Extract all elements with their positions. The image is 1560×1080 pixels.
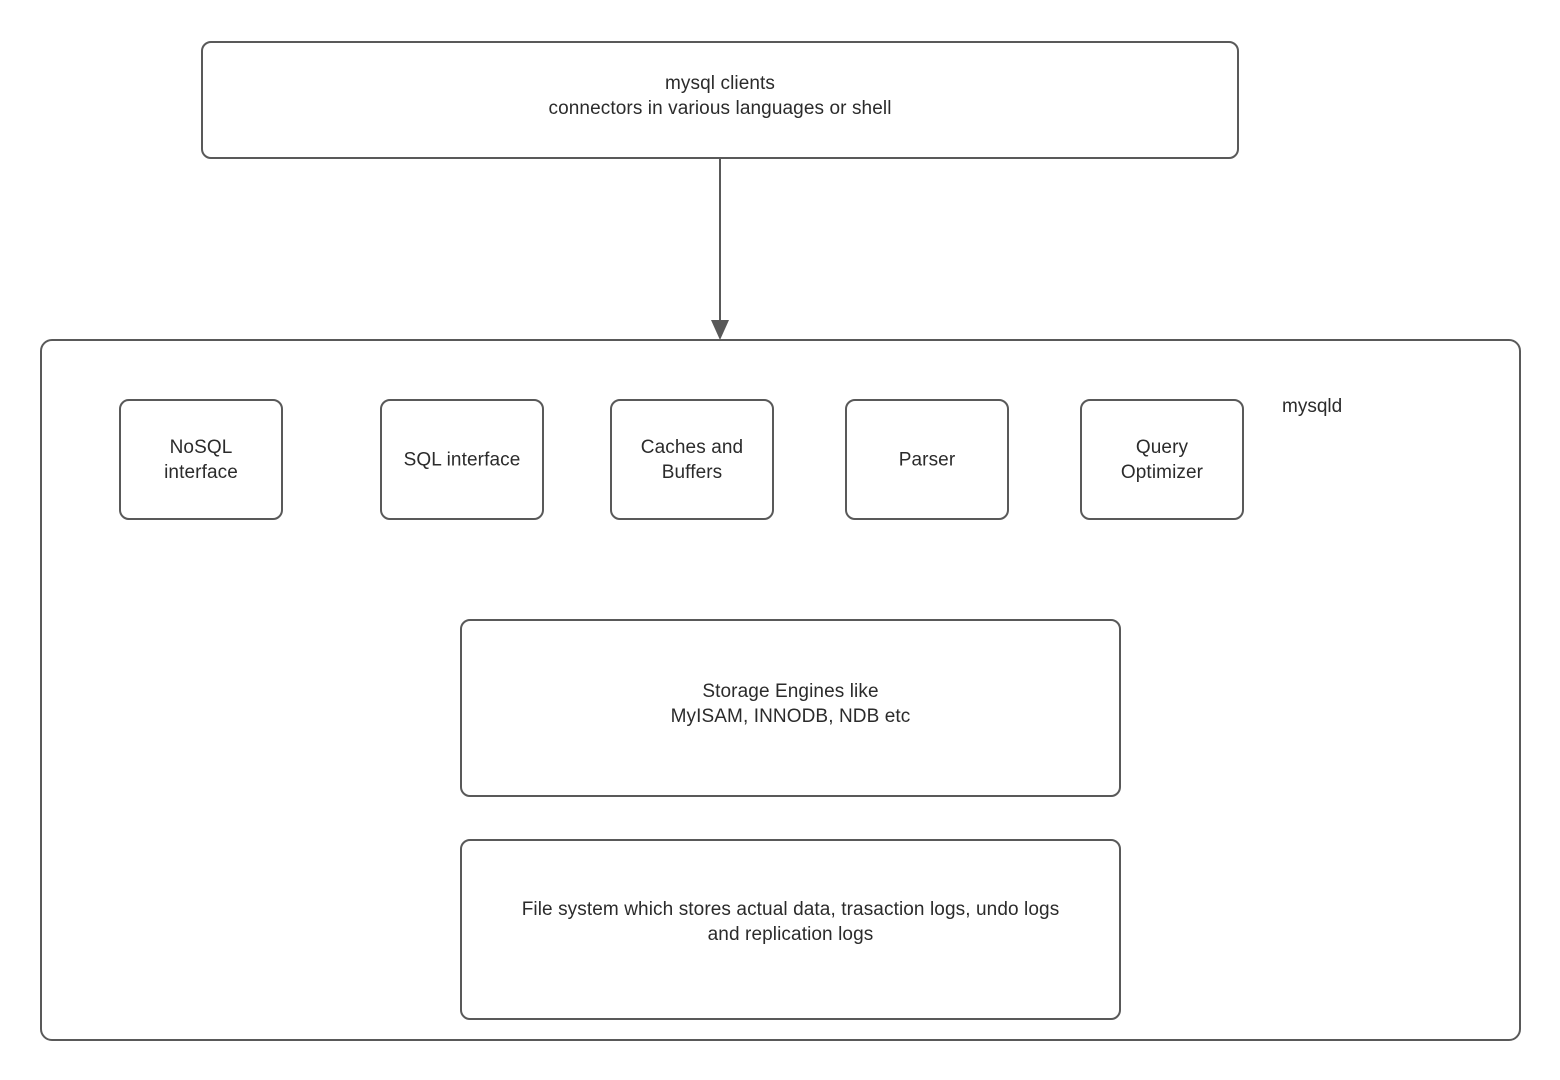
storage-engines-box[interactable]: Storage Engines like MyISAM, INNODB, NDB… <box>460 619 1121 797</box>
component-nosql-interface-label: NoSQL interface <box>164 436 238 483</box>
component-parser[interactable]: Parser <box>845 399 1009 520</box>
component-query-optimizer-label: Query Optimizer <box>1120 436 1204 483</box>
component-nosql-interface[interactable]: NoSQL interface <box>119 399 283 520</box>
file-system-label: File system which stores actual data, tr… <box>521 899 1060 946</box>
component-caches-and-buffers-label: Caches and Buffers <box>640 436 744 483</box>
component-parser-label: Parser <box>898 448 956 470</box>
clients-to-mysqld-arrow <box>711 158 729 340</box>
storage-engines-label: Storage Engines like MyISAM, INNODB, NDB… <box>670 681 911 728</box>
mysqld-title-label: mysqld <box>1282 396 1343 417</box>
component-caches-and-buffers[interactable]: Caches and Buffers <box>610 399 774 520</box>
component-sql-interface-label: SQL interface <box>403 448 521 470</box>
file-system-box[interactable]: File system which stores actual data, tr… <box>460 839 1121 1020</box>
component-sql-interface[interactable]: SQL interface <box>380 399 544 520</box>
component-query-optimizer[interactable]: Query Optimizer <box>1080 399 1244 520</box>
mysql-clients-box[interactable]: mysql clients connectors in various lang… <box>201 41 1239 159</box>
mysql-clients-label: mysql clients connectors in various lang… <box>548 73 892 120</box>
